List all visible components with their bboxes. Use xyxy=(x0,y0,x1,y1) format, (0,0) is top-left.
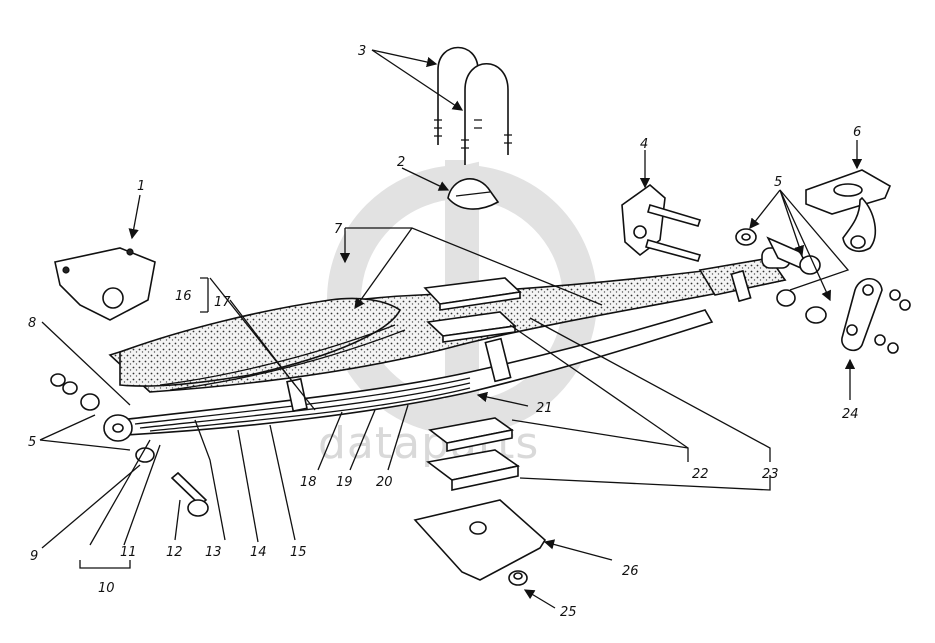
front-eye-parts xyxy=(50,373,209,517)
pads-bottom xyxy=(426,417,520,491)
plate-nut xyxy=(508,570,528,586)
callout-19: 19 xyxy=(336,475,353,490)
callout-18: 18 xyxy=(300,475,317,490)
rear-hanger xyxy=(805,169,892,252)
callout-24: 24 xyxy=(842,407,859,422)
callout-4: 4 xyxy=(640,137,648,152)
pads-top xyxy=(423,277,522,343)
callout-12: 12 xyxy=(166,545,183,560)
bushings-right xyxy=(735,228,827,324)
shackle-link xyxy=(841,277,911,354)
callout-3: 3 xyxy=(358,44,366,59)
callout-2: 2 xyxy=(397,155,405,170)
callout-21: 21 xyxy=(536,401,553,416)
callout-8: 8 xyxy=(28,316,36,331)
callout-9: 9 xyxy=(30,549,38,564)
callout-16: 16 xyxy=(175,289,192,304)
callout-7: 7 xyxy=(334,222,343,237)
lower-plate xyxy=(413,499,547,581)
clamp-b xyxy=(484,337,512,383)
clamp-c xyxy=(730,269,752,303)
callout-26: 26 xyxy=(622,564,639,579)
u-bolts xyxy=(434,46,512,165)
clamp-a xyxy=(286,377,308,413)
callout-23: 23 xyxy=(762,467,779,482)
center-cap xyxy=(447,178,500,210)
front-bracket xyxy=(54,247,156,321)
shackle-bracket xyxy=(621,183,702,262)
callout-6: 6 xyxy=(853,125,861,140)
callout-1: 1 xyxy=(137,179,145,194)
callout-lines xyxy=(39,49,863,609)
callout-14: 14 xyxy=(250,545,267,560)
callout-10: 10 xyxy=(98,581,115,596)
callout-11: 11 xyxy=(120,545,137,560)
callout-17: 17 xyxy=(214,295,231,310)
callout-13: 13 xyxy=(205,545,222,560)
callout-labels: 1 2 3 4 5 5 6 7 8 9 10 11 12 13 14 15 16… xyxy=(28,44,861,620)
callout-20: 20 xyxy=(376,475,393,490)
callout-5-right: 5 xyxy=(774,175,782,190)
callout-5-left: 5 xyxy=(28,435,36,450)
callout-25: 25 xyxy=(560,605,577,620)
callout-22: 22 xyxy=(692,467,709,482)
callout-15: 15 xyxy=(290,545,307,560)
leaf-pack xyxy=(118,309,714,436)
